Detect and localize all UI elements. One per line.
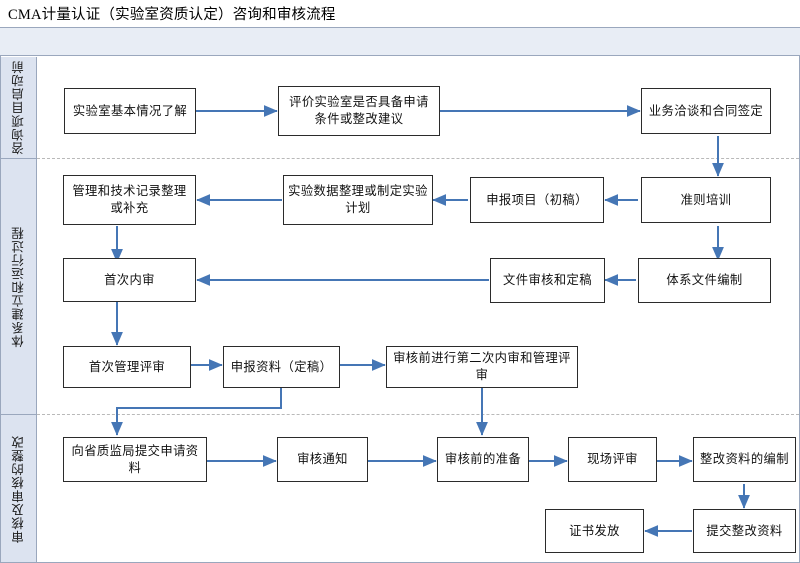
swimlane-label-3-text: 审核及审核的整改 xyxy=(12,434,26,543)
node-n17-label: 现场评审 xyxy=(587,452,638,467)
node-n11-label: 首次管理评审 xyxy=(88,359,166,374)
node-n10-label: 首次内审 xyxy=(104,272,155,287)
node-n6[interactable]: 实验数据整理或制定实验计划 xyxy=(283,175,433,225)
node-n2-label: 评价实验室是否具备申请条件或整改建议 xyxy=(289,95,429,126)
node-n16[interactable]: 审核前的准备 xyxy=(437,437,529,482)
node-n12[interactable]: 申报资料（定稿） xyxy=(223,346,340,388)
node-n18-label: 整改资料的编制 xyxy=(700,452,789,467)
swimlane-separator-left-1 xyxy=(1,158,37,159)
node-n5-label: 申报项目（初稿） xyxy=(486,192,588,207)
node-n12-label: 申报资料（定稿） xyxy=(230,359,333,374)
node-n20-label: 证书发放 xyxy=(569,523,620,538)
node-n8-label: 体系文件编制 xyxy=(666,273,743,288)
node-n19-label: 提交整改资料 xyxy=(706,523,783,538)
swimlane-divider-1 xyxy=(37,158,799,159)
node-n15[interactable]: 审核通知 xyxy=(277,437,368,482)
swimlane-label-2: 体系建立和运行过程 xyxy=(1,159,37,414)
title-underband xyxy=(0,28,800,56)
node-n10[interactable]: 首次内审 xyxy=(63,258,196,302)
page-title: CMA计量认证（实验室资质认定）咨询和审核流程 xyxy=(8,7,336,23)
node-n1-label: 实验室基本情况了解 xyxy=(72,103,188,118)
node-n4-label: 准则培训 xyxy=(680,192,732,207)
node-n3-label: 业务洽谈和合同签定 xyxy=(648,103,764,118)
node-n13[interactable]: 审核前进行第二次内审和管理评审 xyxy=(386,346,578,388)
page-title-bar: CMA计量认证（实验室资质认定）咨询和审核流程 xyxy=(0,0,800,28)
node-n11[interactable]: 首次管理评审 xyxy=(63,346,191,388)
swimlane-divider-2 xyxy=(37,414,799,415)
node-n15-label: 审核通知 xyxy=(297,452,348,467)
node-n14[interactable]: 向省质监局提交申请资料 xyxy=(63,437,207,482)
node-n1[interactable]: 实验室基本情况了解 xyxy=(64,88,196,134)
node-n17[interactable]: 现场评审 xyxy=(568,437,657,482)
node-n7[interactable]: 管理和技术记录整理或补充 xyxy=(63,175,196,225)
node-n6-label: 实验数据整理或制定实验计划 xyxy=(288,184,428,215)
node-n9[interactable]: 文件审核和定稿 xyxy=(490,258,605,303)
node-n7-label: 管理和技术记录整理或补充 xyxy=(72,184,187,215)
swimlane-separator-left-2 xyxy=(1,414,37,415)
node-n14-label: 向省质监局提交申请资料 xyxy=(71,443,199,475)
swimlane-label-2-text: 体系建立和运行过程 xyxy=(12,225,26,348)
node-n16-label: 审核前的准备 xyxy=(444,452,522,467)
swimlane-label-1-text: 咨询项目启动前 xyxy=(12,60,26,155)
node-n2[interactable]: 评价实验室是否具备申请条件或整改建议 xyxy=(278,86,440,136)
node-n20[interactable]: 证书发放 xyxy=(545,509,644,553)
node-n4[interactable]: 准则培训 xyxy=(641,177,771,223)
node-n9-label: 文件审核和定稿 xyxy=(503,273,592,288)
node-n13-label: 审核前进行第二次内审和管理评审 xyxy=(393,351,571,382)
node-n3[interactable]: 业务洽谈和合同签定 xyxy=(641,88,771,134)
swimlane-label-1: 咨询项目启动前 xyxy=(1,57,37,158)
node-n19[interactable]: 提交整改资料 xyxy=(693,509,796,553)
swimlane-label-3: 审核及审核的整改 xyxy=(1,415,37,562)
node-n5[interactable]: 申报项目（初稿） xyxy=(470,177,604,223)
node-n8[interactable]: 体系文件编制 xyxy=(638,258,771,303)
node-n18[interactable]: 整改资料的编制 xyxy=(693,437,796,482)
